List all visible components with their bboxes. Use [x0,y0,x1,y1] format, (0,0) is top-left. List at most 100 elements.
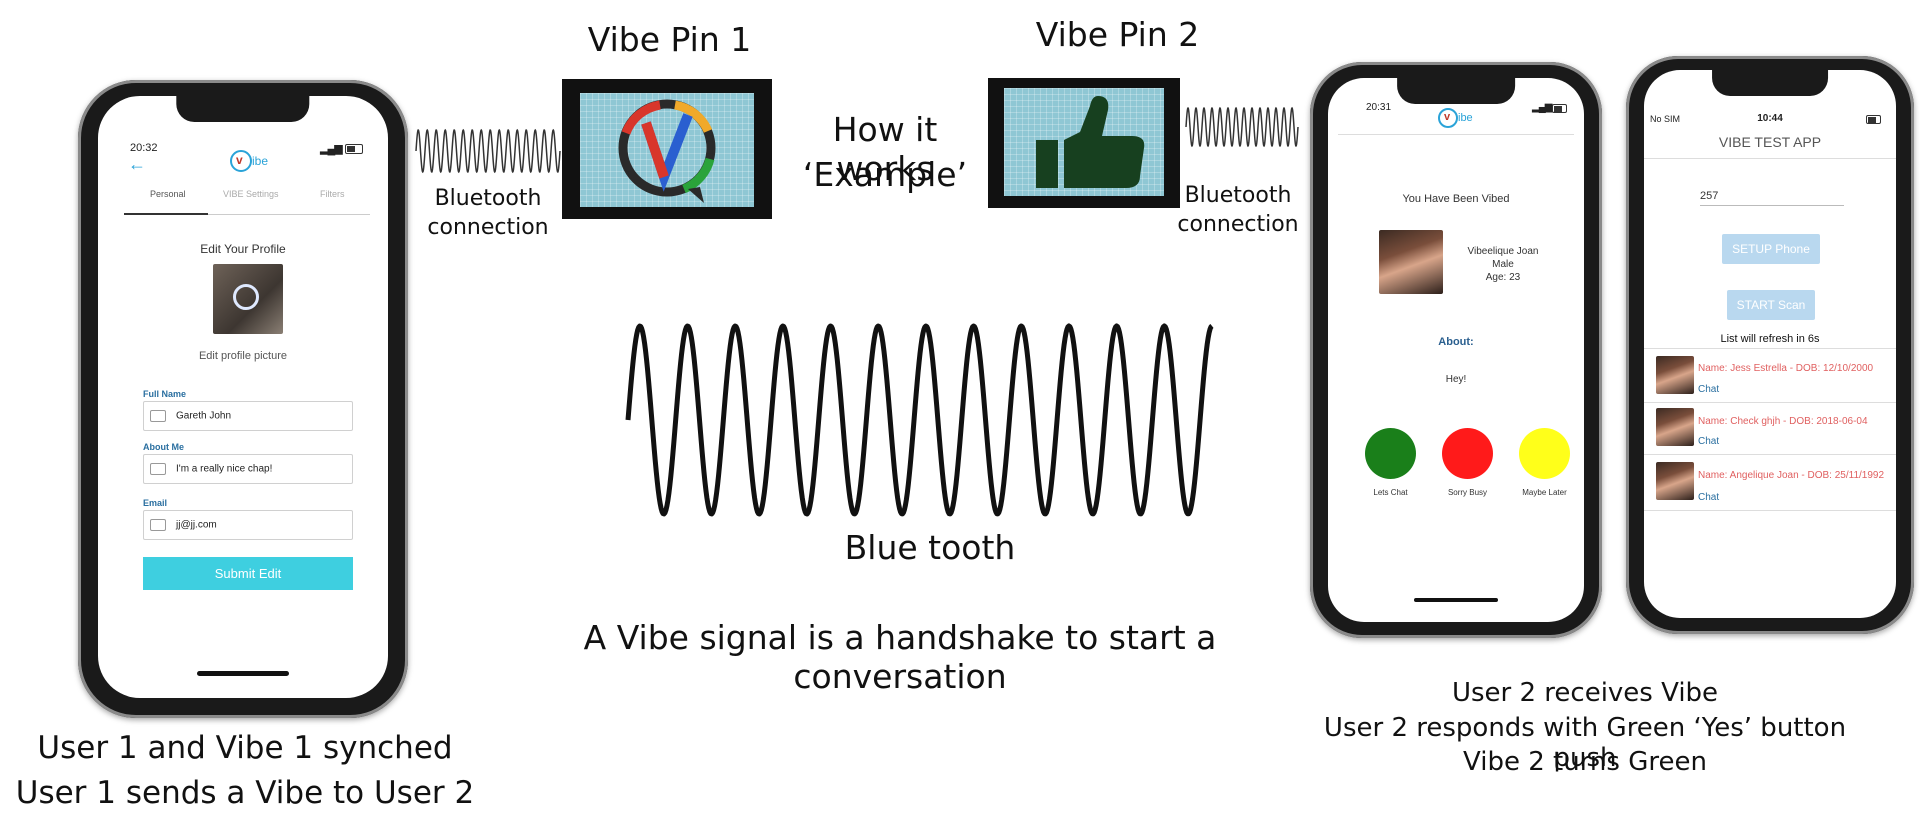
back-arrow-icon[interactable]: ← [128,154,146,174]
vibe-pin-2-screen [1004,88,1164,196]
signal-icon: ▂▄▆ [1532,102,1552,113]
full-name-field[interactable]: Gareth John [143,401,353,431]
full-name-label: Full Name [143,389,187,399]
profile-picture[interactable] [213,264,283,334]
list-top-divider [1644,348,1896,349]
about-me-label: About Me [143,442,184,452]
phone-user1-screen: 20:32 ▂▄▆ ← v ibe Personal VIBE Settings… [98,96,388,698]
row-1-divider [1644,402,1896,403]
vibe-pin-1 [562,79,772,219]
tab-vibe-settings[interactable]: VIBE Settings [223,189,279,199]
header-divider [1338,134,1574,135]
id-card-icon [150,410,166,422]
sorry-busy-button[interactable] [1442,428,1493,479]
notch [176,96,310,122]
carrier-text: No SIM [1650,114,1681,124]
tab-filters[interactable]: Filters [320,189,345,199]
phone-user1: 20:32 ▂▄▆ ← v ibe Personal VIBE Settings… [78,80,408,718]
blue-tooth-label: Blue tooth [844,528,1016,567]
battery-icon [1552,104,1567,113]
vibe-logo-text: ibe [1458,112,1473,124]
setup-phone-button[interactable]: SETUP Phone [1722,234,1820,264]
caption-user2-line3: Vibe 2 turns Green [1463,747,1707,777]
email-value: jj@jj.com [176,519,217,531]
how-it-works-line1: How it works [832,110,938,188]
bluetooth-wave [625,323,1214,517]
sorry-busy-label: Sorry Busy [1447,488,1488,497]
row-1-name: Name: Jess Estrella - DOB: 12/10/2000 [1698,363,1874,374]
vibe-pin-2 [988,78,1180,208]
status-time: 20:31 [1366,102,1392,113]
full-name-value: Gareth John [176,410,232,422]
edit-picture-link[interactable]: Edit profile picture [198,350,288,362]
bt-left-label-line2: connection [427,215,549,240]
row-2-divider [1644,454,1896,455]
caption-user1-line2: User 1 sends a Vibe to User 2 [15,775,475,811]
notch [1397,78,1515,104]
bluetooth-coil-right [1185,106,1299,148]
about-value: Hey! [1445,374,1467,385]
start-scan-button[interactable]: START Scan [1727,290,1815,320]
caption-user2-line1: User 2 receives Vibe [1451,678,1719,708]
sender-photo [1379,230,1443,294]
home-indicator [197,671,289,676]
row-2-avatar [1656,408,1694,446]
row-1-avatar [1656,356,1694,394]
about-me-value: I'm a really nice chap! [176,463,273,475]
vibe-pin-1-screen [580,93,754,207]
app-title: VIBE TEST APP [1718,134,1822,150]
lets-chat-button[interactable] [1365,428,1416,479]
home-indicator [1414,598,1498,602]
phone-test-app: No SIM 10:44 VIBE TEST APP 257 SETUP Pho… [1626,56,1914,634]
title-divider [1644,158,1896,159]
profile-picture-ring [233,284,259,310]
lets-chat-label: Lets Chat [1373,488,1408,497]
thumbs-up-icon [1036,96,1145,188]
row-3-divider [1644,510,1896,511]
notch [1712,70,1828,96]
signal-icon: ▂▄▆ [320,143,343,155]
how-it-works-line2: ‘Example’ [802,155,968,194]
row-2-chat-link[interactable]: Chat [1698,436,1720,447]
active-tab-indicator [124,213,208,215]
handshake-caption: A Vibe signal is a handshake to start a … [583,618,1217,696]
envelope-icon [150,519,166,531]
maybe-later-label: Maybe Later [1522,488,1567,497]
sender-name: Vibeelique Joan [1467,246,1539,257]
caption-user1-line1: User 1 and Vibe 1 synched [37,730,453,766]
refresh-text: List will refresh in 6s [1720,333,1820,345]
caption-user2-line2: User 2 responds with Green ‘Yes’ button … [1323,713,1847,773]
phone-user2: 20:31 ▂▄▆ v ibe You Have Been Vibed Vibe… [1310,62,1602,638]
about-label: About: [1438,336,1474,348]
status-time: 20:32 [130,142,158,154]
vibe-logo: v [1438,108,1458,128]
tabs-underline [124,214,370,215]
submit-edit-button[interactable]: Submit Edit [143,557,353,590]
vibe-logo: v [230,150,252,172]
phone-user2-screen: 20:31 ▂▄▆ v ibe You Have Been Vibed Vibe… [1328,78,1584,622]
email-field[interactable]: jj@jj.com [143,510,353,540]
battery-icon [345,144,363,154]
bt-right-label-line2: connection [1177,212,1299,237]
row-3-avatar [1656,462,1694,500]
edit-profile-title: Edit Your Profile [200,242,286,256]
maybe-later-button[interactable] [1519,428,1570,479]
pin2-heading: Vibe Pin 2 [1035,15,1200,54]
row-1-chat-link[interactable]: Chat [1698,384,1720,395]
bluetooth-coil-left [415,128,561,174]
tab-personal[interactable]: Personal [150,189,186,199]
id-input[interactable]: 257 [1700,190,1844,206]
email-label: Email [143,498,168,508]
phone-test-app-screen: No SIM 10:44 VIBE TEST APP 257 SETUP Pho… [1644,70,1896,618]
bt-left-label-line1: Bluetooth [434,186,542,211]
vibe-logo-text: ibe [252,154,269,168]
pin1-heading: Vibe Pin 1 [587,20,752,59]
row-3-chat-link[interactable]: Chat [1698,492,1720,503]
vibe-logo-icon [618,99,716,203]
note-icon [150,463,166,475]
about-me-field[interactable]: I'm a really nice chap! [143,454,353,484]
row-2-name: Name: Check ghjh - DOB: 2018-06-04 [1698,416,1868,427]
battery-icon [1866,115,1881,124]
row-3-name: Name: Angelique Joan - DOB: 25/11/1992 [1698,470,1885,481]
bt-right-label-line1: Bluetooth [1184,183,1292,208]
